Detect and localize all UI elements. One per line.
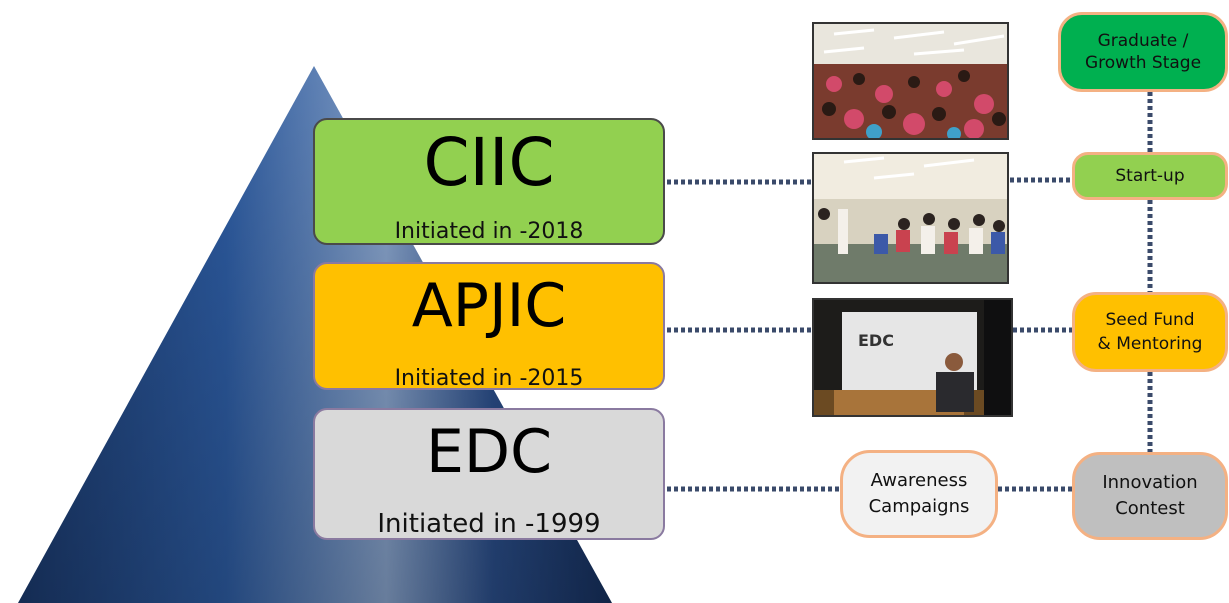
stage-graduate: Graduate / Growth Stage	[1058, 12, 1228, 92]
stage-innovation: Innovation Contest	[1072, 452, 1228, 540]
tier-edc-initiated: Initiated in -1999	[377, 509, 601, 539]
seminar-image	[814, 154, 1007, 282]
stage-startup: Start-up	[1072, 152, 1228, 200]
tier-edc-name: EDC	[425, 417, 552, 487]
tier-ciic-initiated: Initiated in -2018	[394, 219, 584, 244]
photo-audience-2	[812, 152, 1009, 284]
podium-image: EDC	[814, 300, 1011, 415]
stage-seed-label: Seed Fund & Mentoring	[1097, 310, 1203, 354]
tier-ciic: CIIC Initiated in -2018	[313, 118, 665, 245]
podium-banner-text: EDC	[858, 331, 894, 350]
photo-podium: EDC	[812, 298, 1013, 417]
stage-graduate-label: Graduate / Growth Stage	[1084, 31, 1202, 73]
tier-apjic-initiated: Initiated in -2015	[394, 366, 584, 391]
stage-awareness: Awareness Campaigns	[840, 450, 998, 538]
stage-awareness-label: Awareness Campaigns	[868, 470, 970, 517]
tier-edc: EDC Initiated in -1999	[313, 408, 665, 540]
stage-seed: Seed Fund & Mentoring	[1072, 292, 1228, 372]
tier-ciic-name: CIIC	[423, 124, 555, 201]
audience-image	[814, 24, 1007, 138]
tier-apjic: APJIC Initiated in -2015	[313, 262, 665, 391]
tier-apjic-name: APJIC	[411, 271, 567, 341]
stage-startup-label: Start-up	[1115, 166, 1185, 186]
photo-audience-1	[812, 22, 1009, 140]
stage-innovation-label: Innovation Contest	[1102, 472, 1198, 519]
